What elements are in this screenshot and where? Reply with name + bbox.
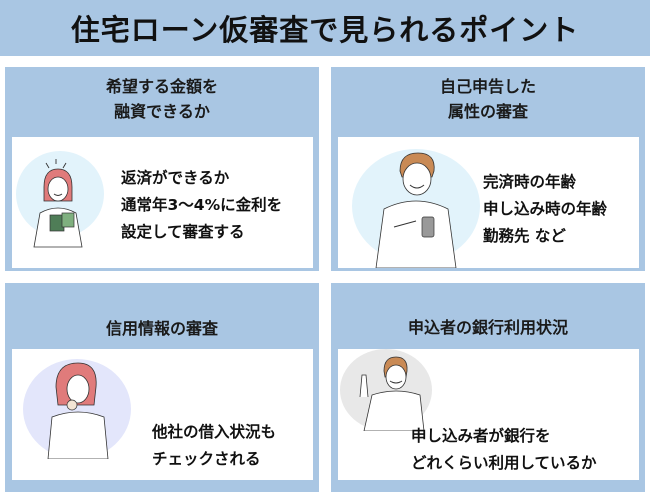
body-line: 返済ができるか xyxy=(121,169,230,187)
page-title: 住宅ローン仮審査で見られるポイント xyxy=(70,13,580,47)
panel-title-line: 属性の審査 xyxy=(447,102,528,121)
panel-content: 申し込み者が銀行を どれくらい利用しているか xyxy=(338,349,639,480)
panel-title: 希望する金額を 融資できるか xyxy=(5,74,319,124)
body-line: 完済時の年齢 xyxy=(483,173,577,191)
panel-body-text: 他社の借入状況も チェックされる xyxy=(152,419,276,473)
man-pointing-up-icon xyxy=(359,356,425,431)
man-with-smartphone-icon xyxy=(375,152,457,268)
panel-title-line: 申込者の銀行利用状況 xyxy=(407,318,568,337)
body-line: 設定して審査する xyxy=(121,223,245,241)
panel-title-line: 自己申告した xyxy=(439,77,536,96)
body-line: 申し込み時の年齢 xyxy=(483,200,608,218)
page-header: 住宅ローン仮審査で見られるポイント xyxy=(0,0,650,56)
body-line: 他社の借入状況も xyxy=(152,423,277,441)
panel-body-text: 返済ができるか 通常年3〜4%に金利を 設定して審査する xyxy=(121,165,282,246)
panel-self-reported-attributes: 自己申告した 属性の審査 完済時の年齢 申し込み時の年齢 勤務先 など xyxy=(331,67,645,271)
panel-title-line: 信用情報の審査 xyxy=(105,319,218,338)
panel-credit-information: 信用情報の審査 他社の借入状況も チェックされる xyxy=(5,283,319,492)
panel-title: 申込者の銀行利用状況 xyxy=(331,315,645,340)
body-line: チェックされる xyxy=(152,450,261,468)
panel-body-text: 申し込み者が銀行を どれくらい利用しているか xyxy=(411,423,597,477)
body-line: 申し込み者が銀行を xyxy=(411,427,551,445)
panel-title-line: 希望する金額を xyxy=(105,77,218,96)
woman-holding-money-icon xyxy=(33,159,83,248)
woman-thinking-icon xyxy=(47,362,109,459)
body-line: 勤務先 など xyxy=(483,227,566,245)
panel-title-line: 融資できるか xyxy=(114,102,210,121)
panel-title: 自己申告した 属性の審査 xyxy=(331,74,645,124)
panel-body-text: 完済時の年齢 申し込み時の年齢 勤務先 など xyxy=(483,169,607,250)
body-line: 通常年3〜4%に金利を xyxy=(121,196,283,214)
panel-content: 返済ができるか 通常年3〜4%に金利を 設定して審査する xyxy=(12,137,313,268)
panel-loan-amount: 希望する金額を 融資できるか 返済ができるか 通常年3〜4%に金利を 設定して審… xyxy=(5,67,319,271)
panel-content: 他社の借入状況も チェックされる xyxy=(12,349,313,480)
body-line: どれくらい利用しているか xyxy=(411,454,597,472)
panel-title: 信用情報の審査 xyxy=(5,316,319,341)
panel-content: 完済時の年齢 申し込み時の年齢 勤務先 など xyxy=(338,137,639,268)
panel-bank-usage: 申込者の銀行利用状況 申し込み者が銀行を どれくらい利用しているか xyxy=(331,283,645,492)
